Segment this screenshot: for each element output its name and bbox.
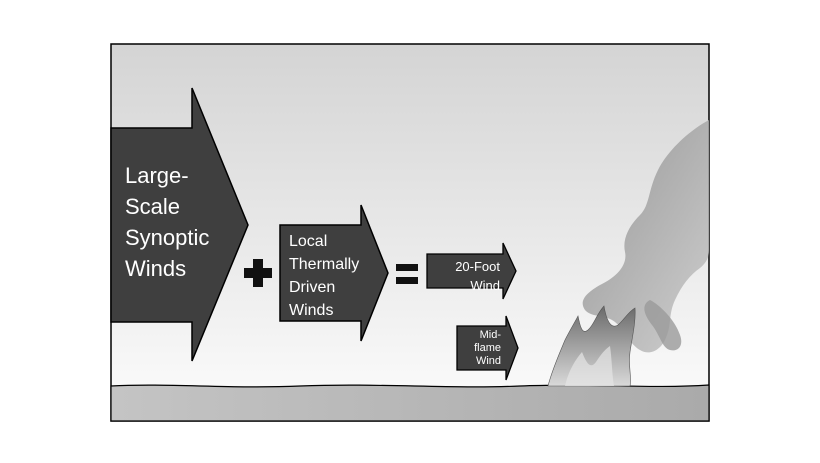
local-line-4: Winds — [289, 302, 334, 319]
flame-core — [565, 346, 614, 386]
local-winds-arrow — [279, 204, 389, 342]
flames — [547, 305, 636, 387]
smoke-wisp — [644, 300, 682, 351]
twenty-foot-line-2: Wind — [470, 278, 500, 293]
midflame-wind-label: Mid- flame Wind — [459, 329, 501, 368]
twenty-foot-line-1: 20-Foot — [455, 259, 500, 274]
midflame-line-2: flame — [474, 342, 501, 354]
local-line-1: Local — [289, 233, 328, 250]
local-line-3: Driven — [289, 279, 336, 296]
synoptic-line-4: Winds — [125, 256, 187, 281]
twenty-foot-wind-label: 20-Foot Wind — [432, 257, 500, 295]
ground-strip — [110, 384, 710, 422]
midflame-line-1: Mid- — [479, 329, 501, 341]
synoptic-winds-label: Large- Scale Synoptic Winds — [125, 160, 209, 284]
equals-operator — [396, 264, 418, 284]
local-winds-label: Local Thermally Driven Winds — [289, 230, 359, 322]
local-line-2: Thermally — [289, 256, 360, 273]
synoptic-line-3: Synoptic — [125, 225, 210, 250]
synoptic-winds-arrow — [110, 87, 249, 362]
synoptic-line-2: Scale — [125, 194, 181, 219]
midflame-line-3: Wind — [475, 355, 501, 367]
midflame-wind-arrow — [456, 315, 519, 381]
twenty-foot-wind-arrow — [426, 242, 517, 300]
plus-operator — [244, 259, 272, 287]
synoptic-line-1: Large- — [125, 163, 189, 188]
smoke-plume — [582, 120, 709, 353]
